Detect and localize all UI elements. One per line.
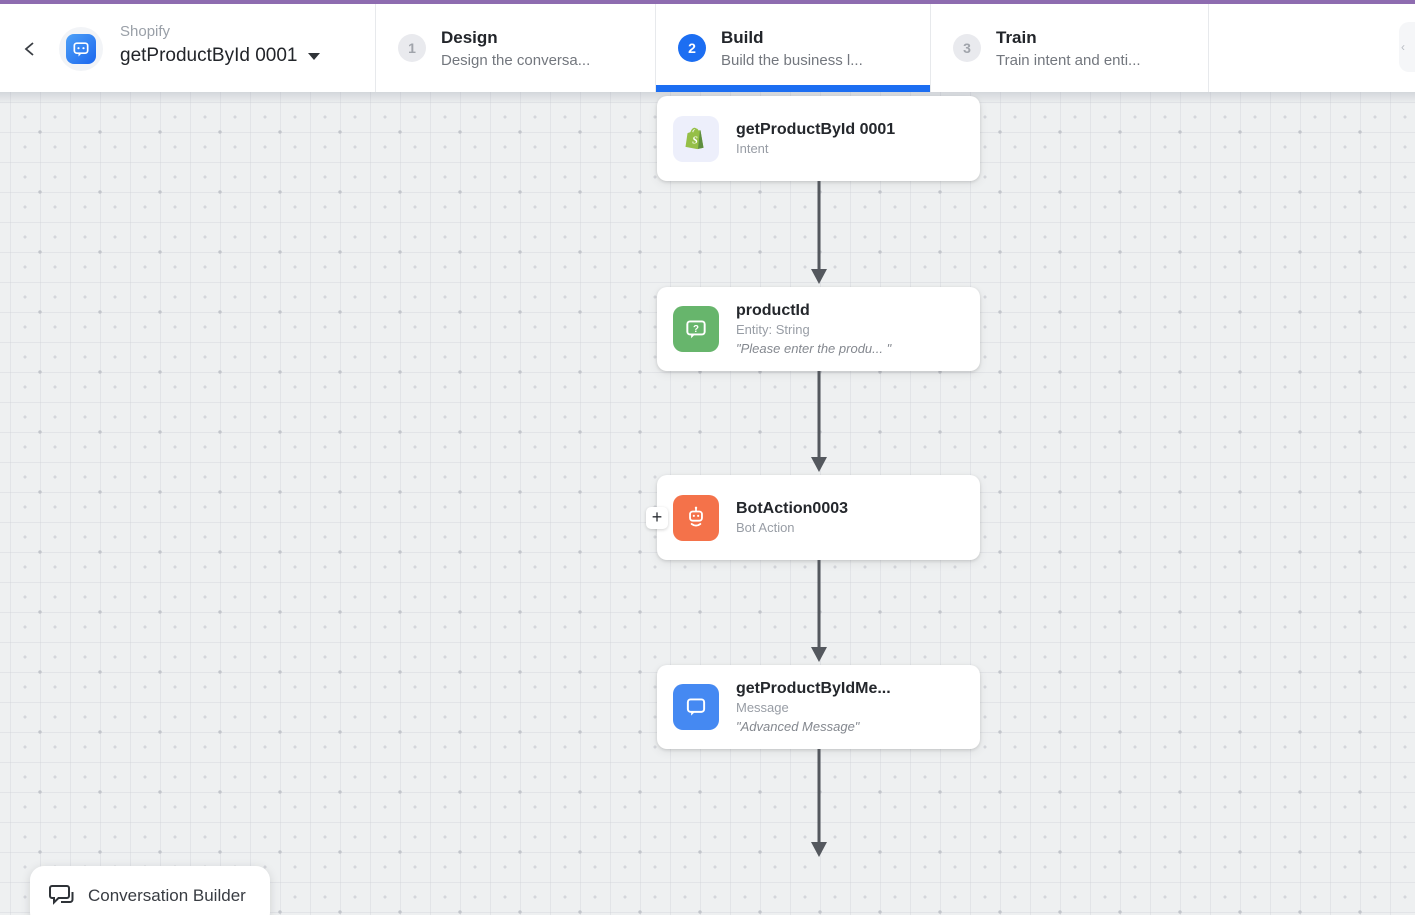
connector-arrow xyxy=(810,749,828,857)
node-title: getProductByIdMe... xyxy=(736,680,891,697)
shopify-icon: S xyxy=(673,115,719,162)
conversation-builder-button[interactable]: Conversation Builder xyxy=(30,866,270,915)
node-type-label: Intent xyxy=(736,141,769,156)
flow-node-bot-action[interactable]: + BotAction0003 Bot Action xyxy=(646,475,980,560)
step-description: Build the business l... xyxy=(721,51,863,69)
node-title: getProductById 0001 xyxy=(736,121,896,138)
back-button[interactable] xyxy=(16,34,46,64)
svg-text:?: ? xyxy=(693,324,699,335)
node-title: BotAction0003 xyxy=(736,500,849,517)
header: Shopify getProductById 0001 1 Design Des… xyxy=(0,4,1415,92)
message-icon xyxy=(673,684,719,730)
chevron-left-icon: ‹ xyxy=(1401,40,1405,54)
node-type-label: Bot Action xyxy=(736,520,795,535)
flow-node-entity[interactable]: ? productId Entity: String "Please enter… xyxy=(657,287,980,371)
step-number-badge: 3 xyxy=(953,34,981,62)
node-prompt-preview: "Please enter the produ... " xyxy=(736,341,892,356)
chevron-down-icon xyxy=(308,53,321,60)
step-title: Design xyxy=(441,27,498,47)
chat-bubbles-icon xyxy=(49,885,74,905)
tab-build[interactable]: 2 Build Build the business l... xyxy=(656,4,931,92)
step-number-badge: 1 xyxy=(398,34,426,62)
node-type-label: Message xyxy=(736,700,789,715)
conversation-builder-label: Conversation Builder xyxy=(88,886,246,905)
node-title: productId xyxy=(736,302,810,319)
workflow-steps: 1 Design Design the conversa... 2 Build … xyxy=(375,4,1209,92)
connector-arrow xyxy=(810,560,828,662)
step-title: Build xyxy=(721,27,764,47)
flow-node-intent[interactable]: S getProductById 0001 Intent xyxy=(657,96,980,181)
step-description: Design the conversa... xyxy=(441,51,591,69)
chevron-left-icon xyxy=(24,42,34,56)
bot-name-dropdown[interactable]: getProductById 0001 xyxy=(120,42,321,69)
flow-canvas[interactable]: S getProductById 0001 Intent ? productId… xyxy=(0,92,1415,915)
step-description: Train intent and enti... xyxy=(996,51,1141,69)
window-accent-bar xyxy=(0,0,1415,4)
flow-node-message[interactable]: getProductByIdMe... Message "Advanced Me… xyxy=(657,665,980,749)
bot-name: getProductById 0001 xyxy=(120,45,298,66)
node-type-label: Entity: String xyxy=(736,322,810,337)
connector-arrow xyxy=(810,181,828,284)
svg-text:S: S xyxy=(692,135,698,146)
node-prompt-preview: "Advanced Message" xyxy=(736,719,860,734)
bot-avatar xyxy=(59,27,103,71)
app-category-label: Shopify xyxy=(120,23,171,40)
add-node-button[interactable]: + xyxy=(646,506,668,529)
collapsed-panel-toggle[interactable]: ‹ xyxy=(1399,22,1415,72)
tab-train[interactable]: 3 Train Train intent and enti... xyxy=(931,4,1209,92)
entity-question-icon: ? xyxy=(673,306,719,352)
tab-design[interactable]: 1 Design Design the conversa... xyxy=(376,4,656,92)
connector-arrow xyxy=(810,371,828,472)
chat-app-icon xyxy=(66,34,96,64)
bot-icon xyxy=(673,494,719,541)
step-number-badge: 2 xyxy=(678,34,706,62)
step-title: Train xyxy=(996,27,1037,47)
